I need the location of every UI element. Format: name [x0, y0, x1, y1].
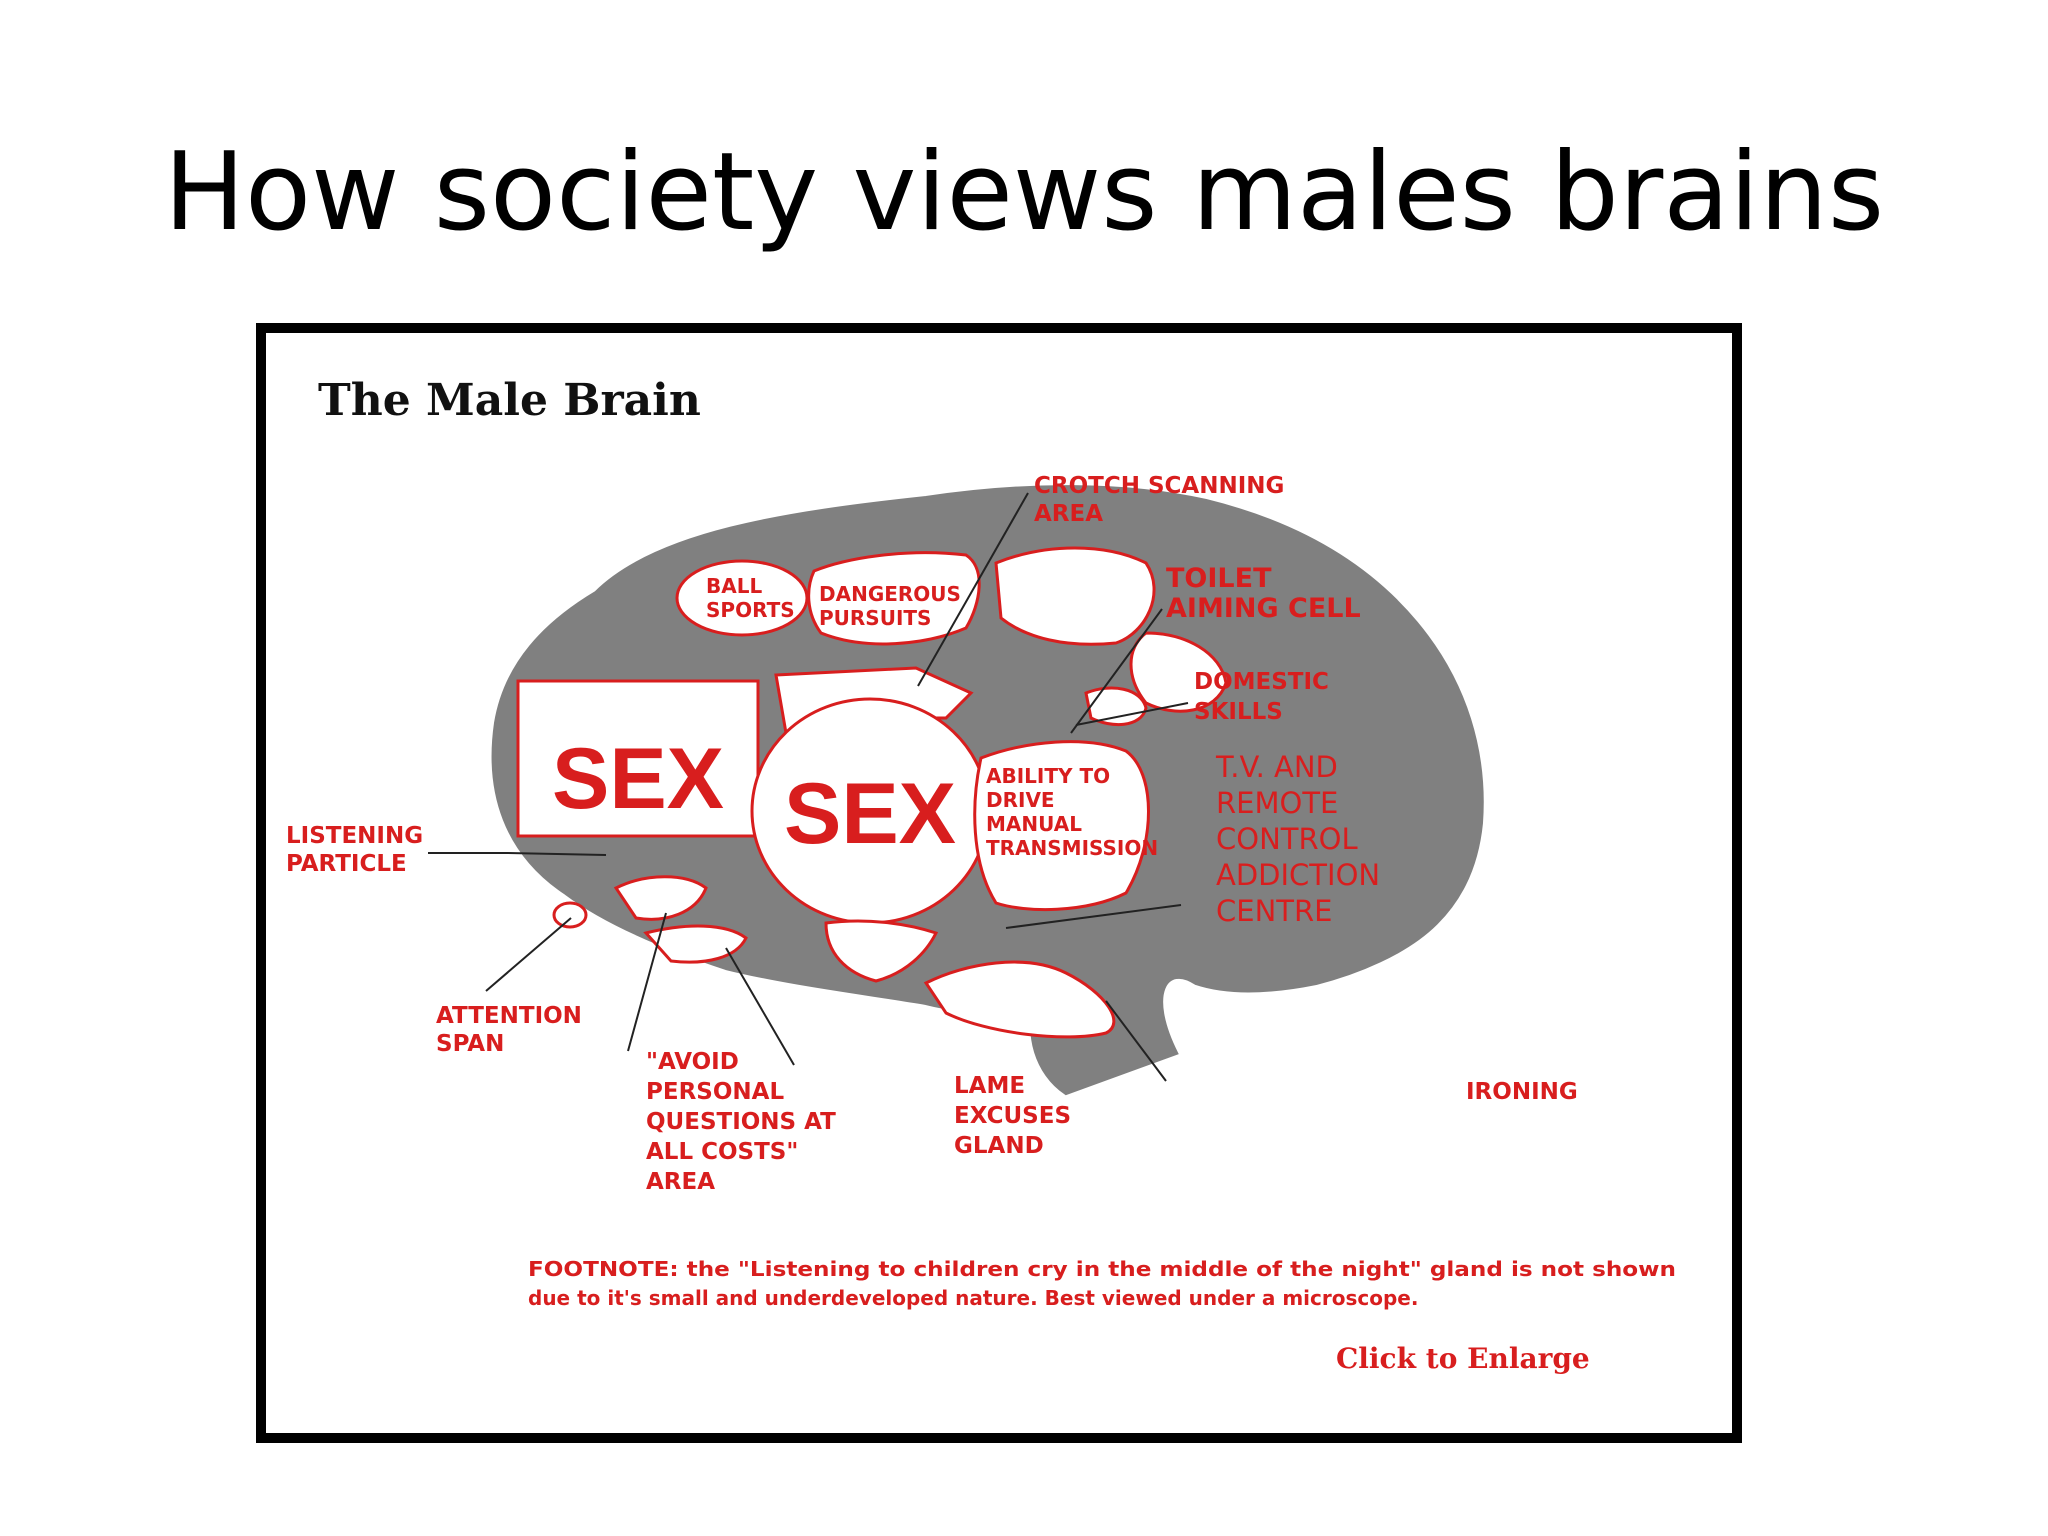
right-upper-small	[1129, 631, 1228, 713]
driving-region	[973, 740, 1150, 912]
driving-label-1: ABILITY TO	[986, 764, 1110, 788]
sex-label-large: SEX	[552, 731, 724, 827]
avoid-label-2: PERSONAL	[646, 1079, 784, 1105]
sex-label-center: SEX	[784, 766, 956, 862]
sex-box-region	[516, 679, 760, 838]
toilet-label-1: TOILET	[1166, 563, 1272, 594]
domestic-region	[1084, 686, 1148, 727]
lame-label-1: LAME	[954, 1073, 1025, 1099]
avoid-label-3: QUESTIONS AT	[646, 1109, 836, 1135]
driving-label-2: DRIVE	[986, 788, 1055, 812]
driving-label-3: MANUAL	[986, 812, 1082, 836]
tv-label-4: ADDICTION	[1216, 858, 1380, 892]
domestic-label-2: SKILLS	[1194, 699, 1283, 725]
listening-label-1: LISTENING	[286, 823, 423, 849]
lame-label-3: GLAND	[954, 1133, 1044, 1159]
avoid-label-1: "AVOID	[646, 1049, 739, 1075]
lame-label-2: EXCUSES	[954, 1103, 1071, 1129]
attention-label-1: ATTENTION	[436, 1003, 582, 1029]
outer-labels: CROTCH SCANNING AREA TOILET AIMING CELL …	[286, 473, 1578, 1195]
right-upper-region	[994, 546, 1156, 646]
tv-label-1: T.V. AND	[1215, 750, 1338, 784]
ball-sports-label-2: SPORTS	[706, 598, 795, 622]
leader-lines	[428, 492, 1189, 1082]
brain-regions	[516, 546, 1228, 1039]
domestic-label-1: DOMESTIC	[1194, 669, 1329, 695]
footnote-line-1: FOOTNOTE: the "Listening to children cry…	[528, 1257, 1676, 1281]
footnote-line-2: due to it's small and underdeveloped nat…	[528, 1286, 1418, 1310]
inner-labels: BALL SPORTS DANGEROUS PURSUITS ABILITY T…	[706, 574, 1158, 860]
crotch-label-1: CROTCH SCANNING	[1034, 473, 1284, 499]
listening-label-2: PARTICLE	[286, 851, 407, 877]
tv-label-2: REMOTE	[1216, 786, 1338, 820]
tv-label-5: CENTRE	[1216, 894, 1332, 928]
click-to-enlarge-link[interactable]: Click to Enlarge	[1336, 1342, 1590, 1375]
attention-label-2: SPAN	[436, 1031, 504, 1057]
dangerous-region	[807, 551, 981, 646]
ironing-label: IRONING	[1466, 1079, 1578, 1105]
front-lower-region	[613, 875, 708, 921]
crotch-label-2: AREA	[1034, 501, 1103, 527]
lower-right-region	[923, 960, 1116, 1039]
dangerous-label-2: PURSUITS	[819, 606, 931, 630]
attention-span-region	[552, 901, 588, 929]
male-brain-diagram: The Male Brain SEX SEX BALL SPORTS DANGE…	[286, 375, 1676, 1375]
tv-label-3: CONTROL	[1216, 822, 1358, 856]
driving-label-4: TRANSMISSION	[986, 836, 1158, 860]
lower-left-region	[643, 924, 748, 964]
dangerous-label-1: DANGEROUS	[819, 582, 961, 606]
lower-mid-region	[824, 919, 939, 983]
footnote: FOOTNOTE: the "Listening to children cry…	[528, 1257, 1676, 1310]
ball-sports-label-1: BALL	[706, 574, 762, 598]
diagram-heading: The Male Brain	[318, 375, 701, 426]
diagram-frame: The Male Brain SEX SEX BALL SPORTS DANGE…	[256, 323, 1742, 1443]
toilet-label-2: AIMING CELL	[1166, 593, 1361, 624]
avoid-label-4: ALL COSTS"	[646, 1139, 798, 1165]
slide-title: How society views males brains	[163, 130, 1885, 255]
ball-sports-region	[675, 559, 809, 637]
avoid-label-5: AREA	[646, 1169, 715, 1195]
